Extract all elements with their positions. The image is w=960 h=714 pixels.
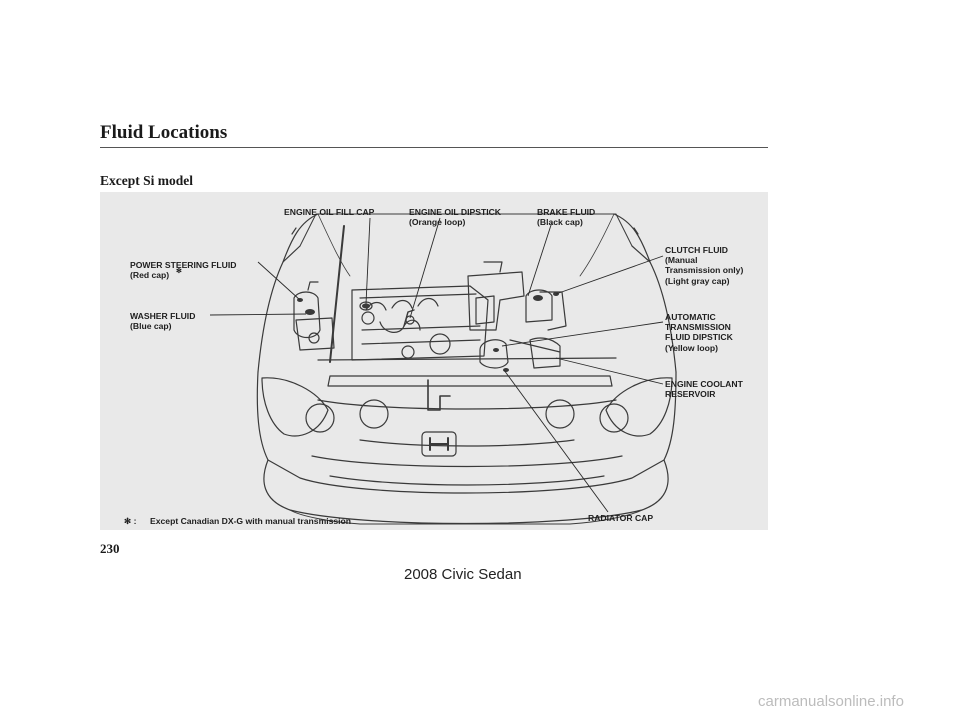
watermark: carmanualsonline.info: [758, 693, 904, 710]
label-engine-oil-fill-cap: ENGINE OIL FILL CAP: [284, 207, 375, 217]
label-automatic-transmission-fluid-dipstick: AUTOMATIC TRANSMISSION FLUID DIPSTICK (Y…: [665, 312, 733, 353]
label-power-steering-fluid: POWER STEERING FLUID (Red cap): [130, 260, 237, 281]
diagram-panel: [100, 192, 768, 530]
section-subtitle: Except Si model: [100, 173, 193, 188]
footnote-symbol: ✻ :: [124, 516, 137, 526]
page-number: 230: [100, 541, 120, 556]
label-brake-fluid: BRAKE FLUID (Black cap): [537, 207, 596, 228]
page-title: Fluid Locations: [100, 122, 228, 143]
label-engine-oil-dipstick: ENGINE OIL DIPSTICK (Orange loop): [409, 207, 501, 228]
footnote-text: Except Canadian DX-G with manual transmi…: [150, 516, 352, 526]
title-rule: [100, 147, 768, 148]
label-clutch-fluid: CLUTCH FLUID (Manual Transmission only) …: [665, 245, 744, 286]
label-washer-fluid: WASHER FLUID (Blue cap): [130, 311, 196, 332]
label-radiator-cap: RADIATOR CAP: [588, 513, 654, 523]
document-label: 2008 Civic Sedan: [404, 566, 522, 583]
footnote-marker: ✻: [176, 268, 182, 275]
label-engine-coolant-reservoir: ENGINE COOLANT RESERVOIR: [665, 379, 743, 400]
